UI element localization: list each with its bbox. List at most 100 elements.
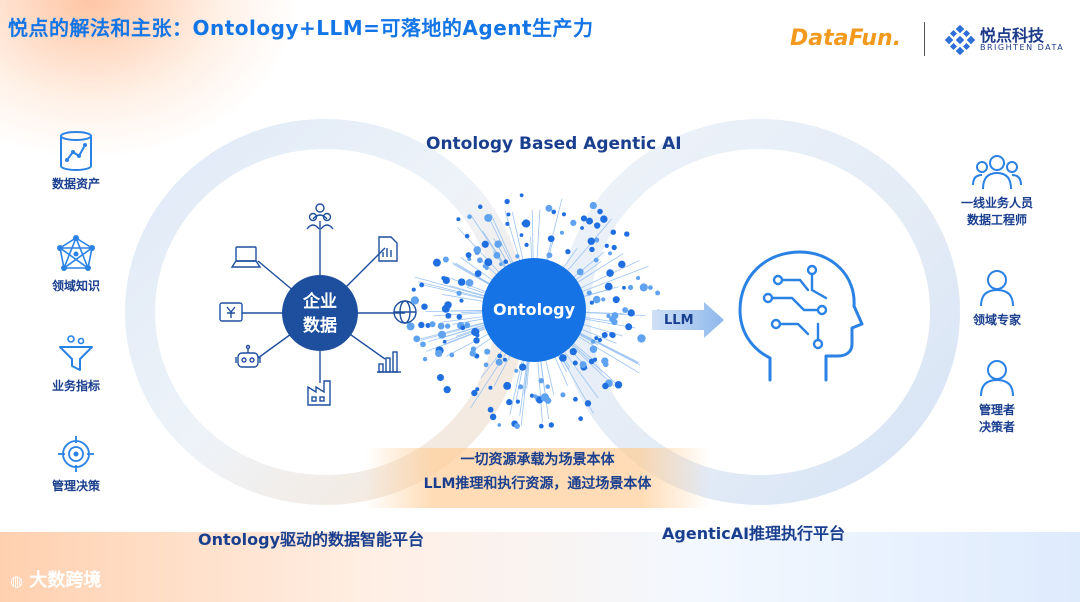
particle-dot: [442, 256, 449, 263]
right-item-label-line: 领域专家: [972, 313, 1021, 327]
particle-line: [580, 265, 649, 293]
particle-dot: [484, 348, 491, 355]
particle-dot: [594, 237, 600, 243]
particle-line: [546, 238, 554, 265]
particle-dot: [443, 386, 451, 394]
particle-dot: [474, 270, 482, 278]
particle-dot: [420, 341, 426, 348]
left-item-metrics: 业务指标: [21, 334, 131, 395]
target-icon: [58, 436, 94, 472]
particle-line: [537, 357, 543, 423]
currency-icon: [219, 302, 243, 322]
banner-line2: LLM推理和执行资源，通过场景本体: [423, 476, 652, 492]
particle-dot: [411, 287, 416, 292]
particle-line: [446, 332, 491, 357]
ontology-hub-label: Ontology: [493, 300, 575, 319]
particle-dot: [597, 337, 603, 343]
particle-dot: [469, 350, 476, 357]
particle-line: [490, 213, 515, 267]
particle-dot: [519, 233, 524, 238]
particle-dot: [586, 217, 593, 225]
particle-dot: [410, 296, 420, 305]
particle-dot: [467, 256, 472, 261]
particle-dot: [594, 222, 601, 229]
particle-dot: [456, 217, 461, 222]
particle-dot: [519, 193, 524, 198]
factory-icon: [307, 380, 331, 406]
particle-dot: [639, 283, 648, 292]
particle-dot: [589, 201, 597, 210]
particle-dot: [505, 221, 510, 226]
particle-dot: [497, 423, 502, 427]
particle-dot: [565, 249, 571, 255]
particle-line: [421, 284, 486, 300]
bar-chart-icon: [377, 351, 401, 373]
particle-dot: [449, 352, 455, 358]
llm-arrow: [652, 302, 724, 338]
particle-dot: [560, 392, 566, 398]
particle-dot: [533, 394, 538, 399]
particle-dot: [548, 422, 554, 428]
particle-dot: [503, 357, 507, 362]
particle-dot: [606, 313, 611, 319]
enterprise-data-diagram: [219, 203, 417, 406]
particle-dot: [592, 295, 601, 304]
particle-dot: [637, 334, 646, 343]
particle-dot: [406, 322, 415, 331]
particle-dot: [624, 231, 630, 237]
particle-dot: [570, 219, 577, 226]
particle-line: [461, 311, 485, 314]
particle-dot: [597, 208, 603, 215]
logo-divider: [924, 22, 925, 56]
particle-dot: [614, 381, 623, 389]
particle-line: [442, 294, 485, 303]
particle-dot: [460, 325, 466, 331]
particle-line: [452, 263, 492, 286]
particle-dot: [573, 396, 578, 402]
particle-line: [553, 353, 569, 387]
particle-dot: [445, 312, 452, 319]
funnel-icon: [59, 335, 93, 371]
user-group-icon: [306, 203, 334, 230]
particle-line: [573, 260, 602, 282]
particle-dot: [503, 259, 508, 264]
particle-dot: [419, 282, 425, 288]
particle-line: [571, 251, 605, 280]
particle-dot: [587, 237, 595, 245]
particle-line: [414, 276, 487, 298]
particle-line: [425, 310, 485, 312]
particle-line: [493, 352, 513, 387]
particle-line: [417, 281, 486, 299]
particle-dot: [636, 275, 641, 281]
particle-dot: [551, 209, 557, 215]
particle-line: [565, 218, 612, 274]
particle-dot: [593, 257, 599, 263]
right-item-label: 一线业务人员 数据工程师: [942, 195, 1052, 229]
right-item-manager: 管理者 决策者: [942, 358, 1052, 436]
particle-dot: [545, 384, 550, 389]
enterprise-hub-label: 企业 数据: [290, 290, 350, 338]
particle-line: [570, 342, 622, 389]
particle-dot: [547, 235, 555, 243]
particle-line: [482, 231, 509, 270]
particle-line: [470, 350, 509, 409]
particle-line: [569, 343, 615, 387]
particle-dot: [457, 278, 466, 286]
particle-dot: [590, 339, 596, 344]
ontology-cloud: [406, 193, 662, 429]
background-glow-bottom: [0, 532, 1080, 602]
particle-dot: [437, 322, 445, 330]
particle-line: [455, 262, 492, 286]
particle-line: [452, 262, 492, 286]
particle-dot: [580, 226, 584, 230]
particle-dot: [586, 290, 592, 296]
particle-line: [480, 347, 505, 379]
particle-dot: [487, 406, 494, 413]
particle-dot: [572, 360, 578, 366]
particle-line: [531, 210, 534, 263]
particle-line: [460, 256, 495, 282]
center-banner: 一切资源承载为场景本体 LLM推理和执行资源，通过场景本体: [365, 448, 710, 508]
particle-dot: [514, 423, 520, 429]
particle-dot: [579, 361, 587, 369]
